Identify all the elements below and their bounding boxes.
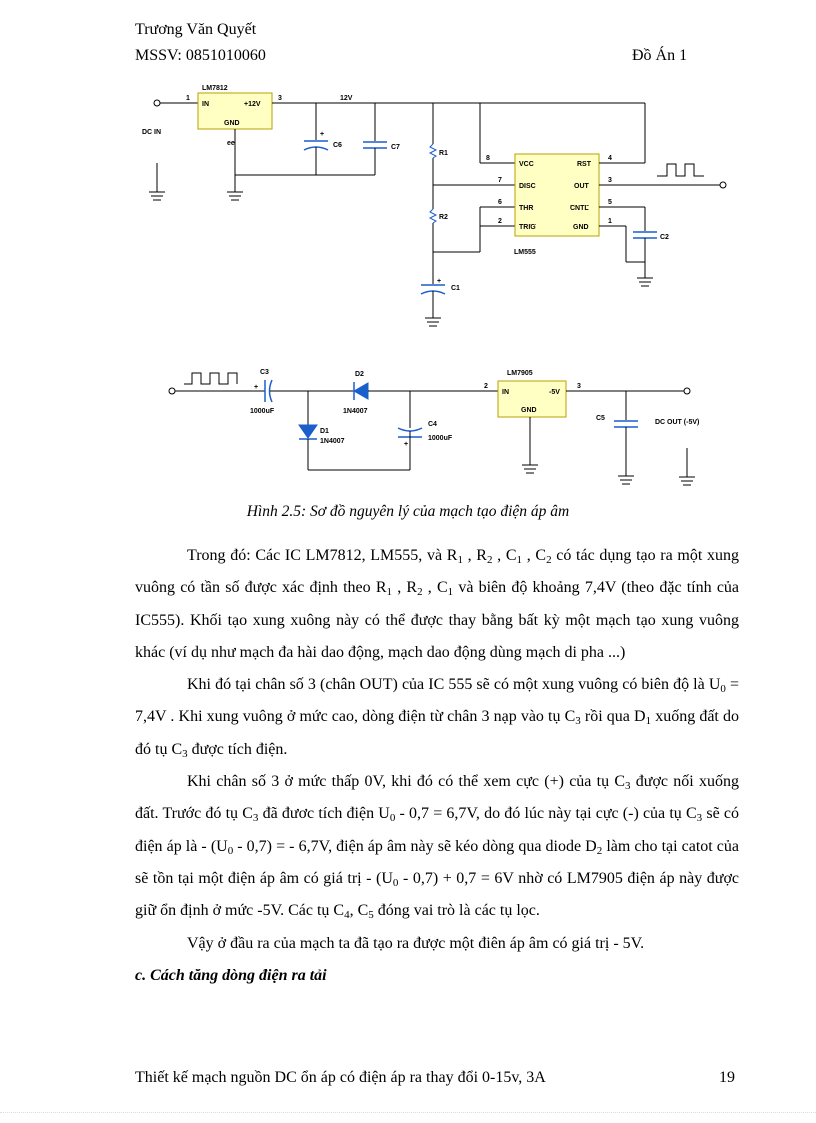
svg-text:+: + [404, 441, 408, 448]
svg-text:R2: R2 [439, 214, 448, 221]
svg-text:GND: GND [573, 224, 589, 231]
svg-text:+: + [320, 131, 324, 138]
footer-text: Thiết kế mạch nguồn DC ổn áp có điện áp … [135, 1069, 546, 1086]
lm7905-ic [497, 380, 567, 418]
paragraph-4: Vậy ở đầu ra của mạch ta đã tạo ra được … [187, 934, 645, 952]
svg-text:C2: C2 [660, 234, 669, 241]
svg-text:D1: D1 [320, 428, 329, 435]
svg-text:3: 3 [278, 95, 282, 102]
svg-text:2: 2 [484, 383, 488, 390]
svg-text:R1: R1 [439, 150, 448, 157]
dc-in-terminal [153, 99, 161, 107]
lm7812-ic [197, 92, 273, 130]
svg-text:+: + [254, 384, 258, 391]
page-number: 19 [719, 1069, 735, 1086]
svg-text:ee: ee [227, 140, 235, 147]
body-text: Trong đó: Các IC LM7812, LM555, và R1 , … [135, 540, 739, 992]
svg-text:1000uF: 1000uF [428, 435, 453, 442]
page-bottom-rule [0, 1112, 816, 1113]
paragraph-3: Khi chân số 3 ở mức thấp 0V, khi đó có t… [135, 773, 740, 922]
lm555-name: LM555 [514, 249, 536, 256]
header-student-id: MSSV: 0851010060 [135, 47, 266, 64]
dc-out-label: DC OUT (-5V) [655, 419, 699, 426]
svg-text:GND: GND [224, 120, 240, 127]
paragraph-2: Khi đó tại chân số 3 (chân OUT) của IC 5… [135, 676, 739, 760]
svg-text:CNTL: CNTL [570, 205, 589, 212]
svg-text:4: 4 [608, 155, 612, 162]
header-author: Trương Văn Quyết [135, 21, 257, 38]
svg-text:OUT: OUT [574, 183, 590, 190]
figure-caption: Hình 2.5: Sơ đồ nguyên lý của mạch tạo đ… [246, 503, 570, 520]
svg-text:1N4007: 1N4007 [343, 408, 368, 415]
svg-text:C3: C3 [260, 369, 269, 376]
svg-text:-5V: -5V [549, 389, 560, 396]
svg-text:D2: D2 [355, 371, 364, 378]
svg-text:C1: C1 [451, 285, 460, 292]
svg-text:TRIG: TRIG [519, 224, 536, 231]
svg-text:DISC: DISC [519, 183, 536, 190]
svg-text:GND: GND [521, 407, 537, 414]
svg-text:5: 5 [608, 199, 612, 206]
header-project: Đồ Án 1 [632, 47, 688, 64]
svg-text:8: 8 [486, 155, 490, 162]
svg-text:C5: C5 [596, 415, 605, 422]
svg-text:RST: RST [577, 161, 592, 168]
section-heading-c: c. Cách tăng dòng điện ra tải [135, 966, 327, 984]
paragraph-1: Trong đó: Các IC LM7812, LM555, và R1 , … [135, 547, 740, 661]
lm7905-name: LM7905 [507, 370, 533, 377]
circuit-schematic: LM7812 IN +12V GND 1 3 ee DC IN 12V + C6… [142, 85, 727, 486]
svg-text:+: + [437, 278, 441, 285]
svg-text:THR: THR [519, 205, 533, 212]
svg-text:7: 7 [498, 177, 502, 184]
svg-text:3: 3 [577, 383, 581, 390]
svg-text:12V: 12V [340, 95, 353, 102]
svg-text:6: 6 [498, 199, 502, 206]
svg-text:1N4007: 1N4007 [320, 438, 345, 445]
lm7812-name: LM7812 [202, 85, 228, 92]
dc-in-label: DC IN [142, 129, 161, 136]
svg-text:IN: IN [502, 389, 509, 396]
svg-text:2: 2 [498, 218, 502, 225]
svg-text:+12V: +12V [244, 101, 261, 108]
svg-text:C7: C7 [391, 144, 400, 151]
svg-text:IN: IN [202, 101, 209, 108]
svg-text:1: 1 [608, 218, 612, 225]
svg-text:1: 1 [186, 95, 190, 102]
svg-text:C6: C6 [333, 142, 342, 149]
svg-text:1000uF: 1000uF [250, 408, 275, 415]
svg-text:3: 3 [608, 177, 612, 184]
svg-text:C4: C4 [428, 421, 437, 428]
svg-text:VCC: VCC [519, 161, 534, 168]
lm555-ic [514, 153, 600, 237]
